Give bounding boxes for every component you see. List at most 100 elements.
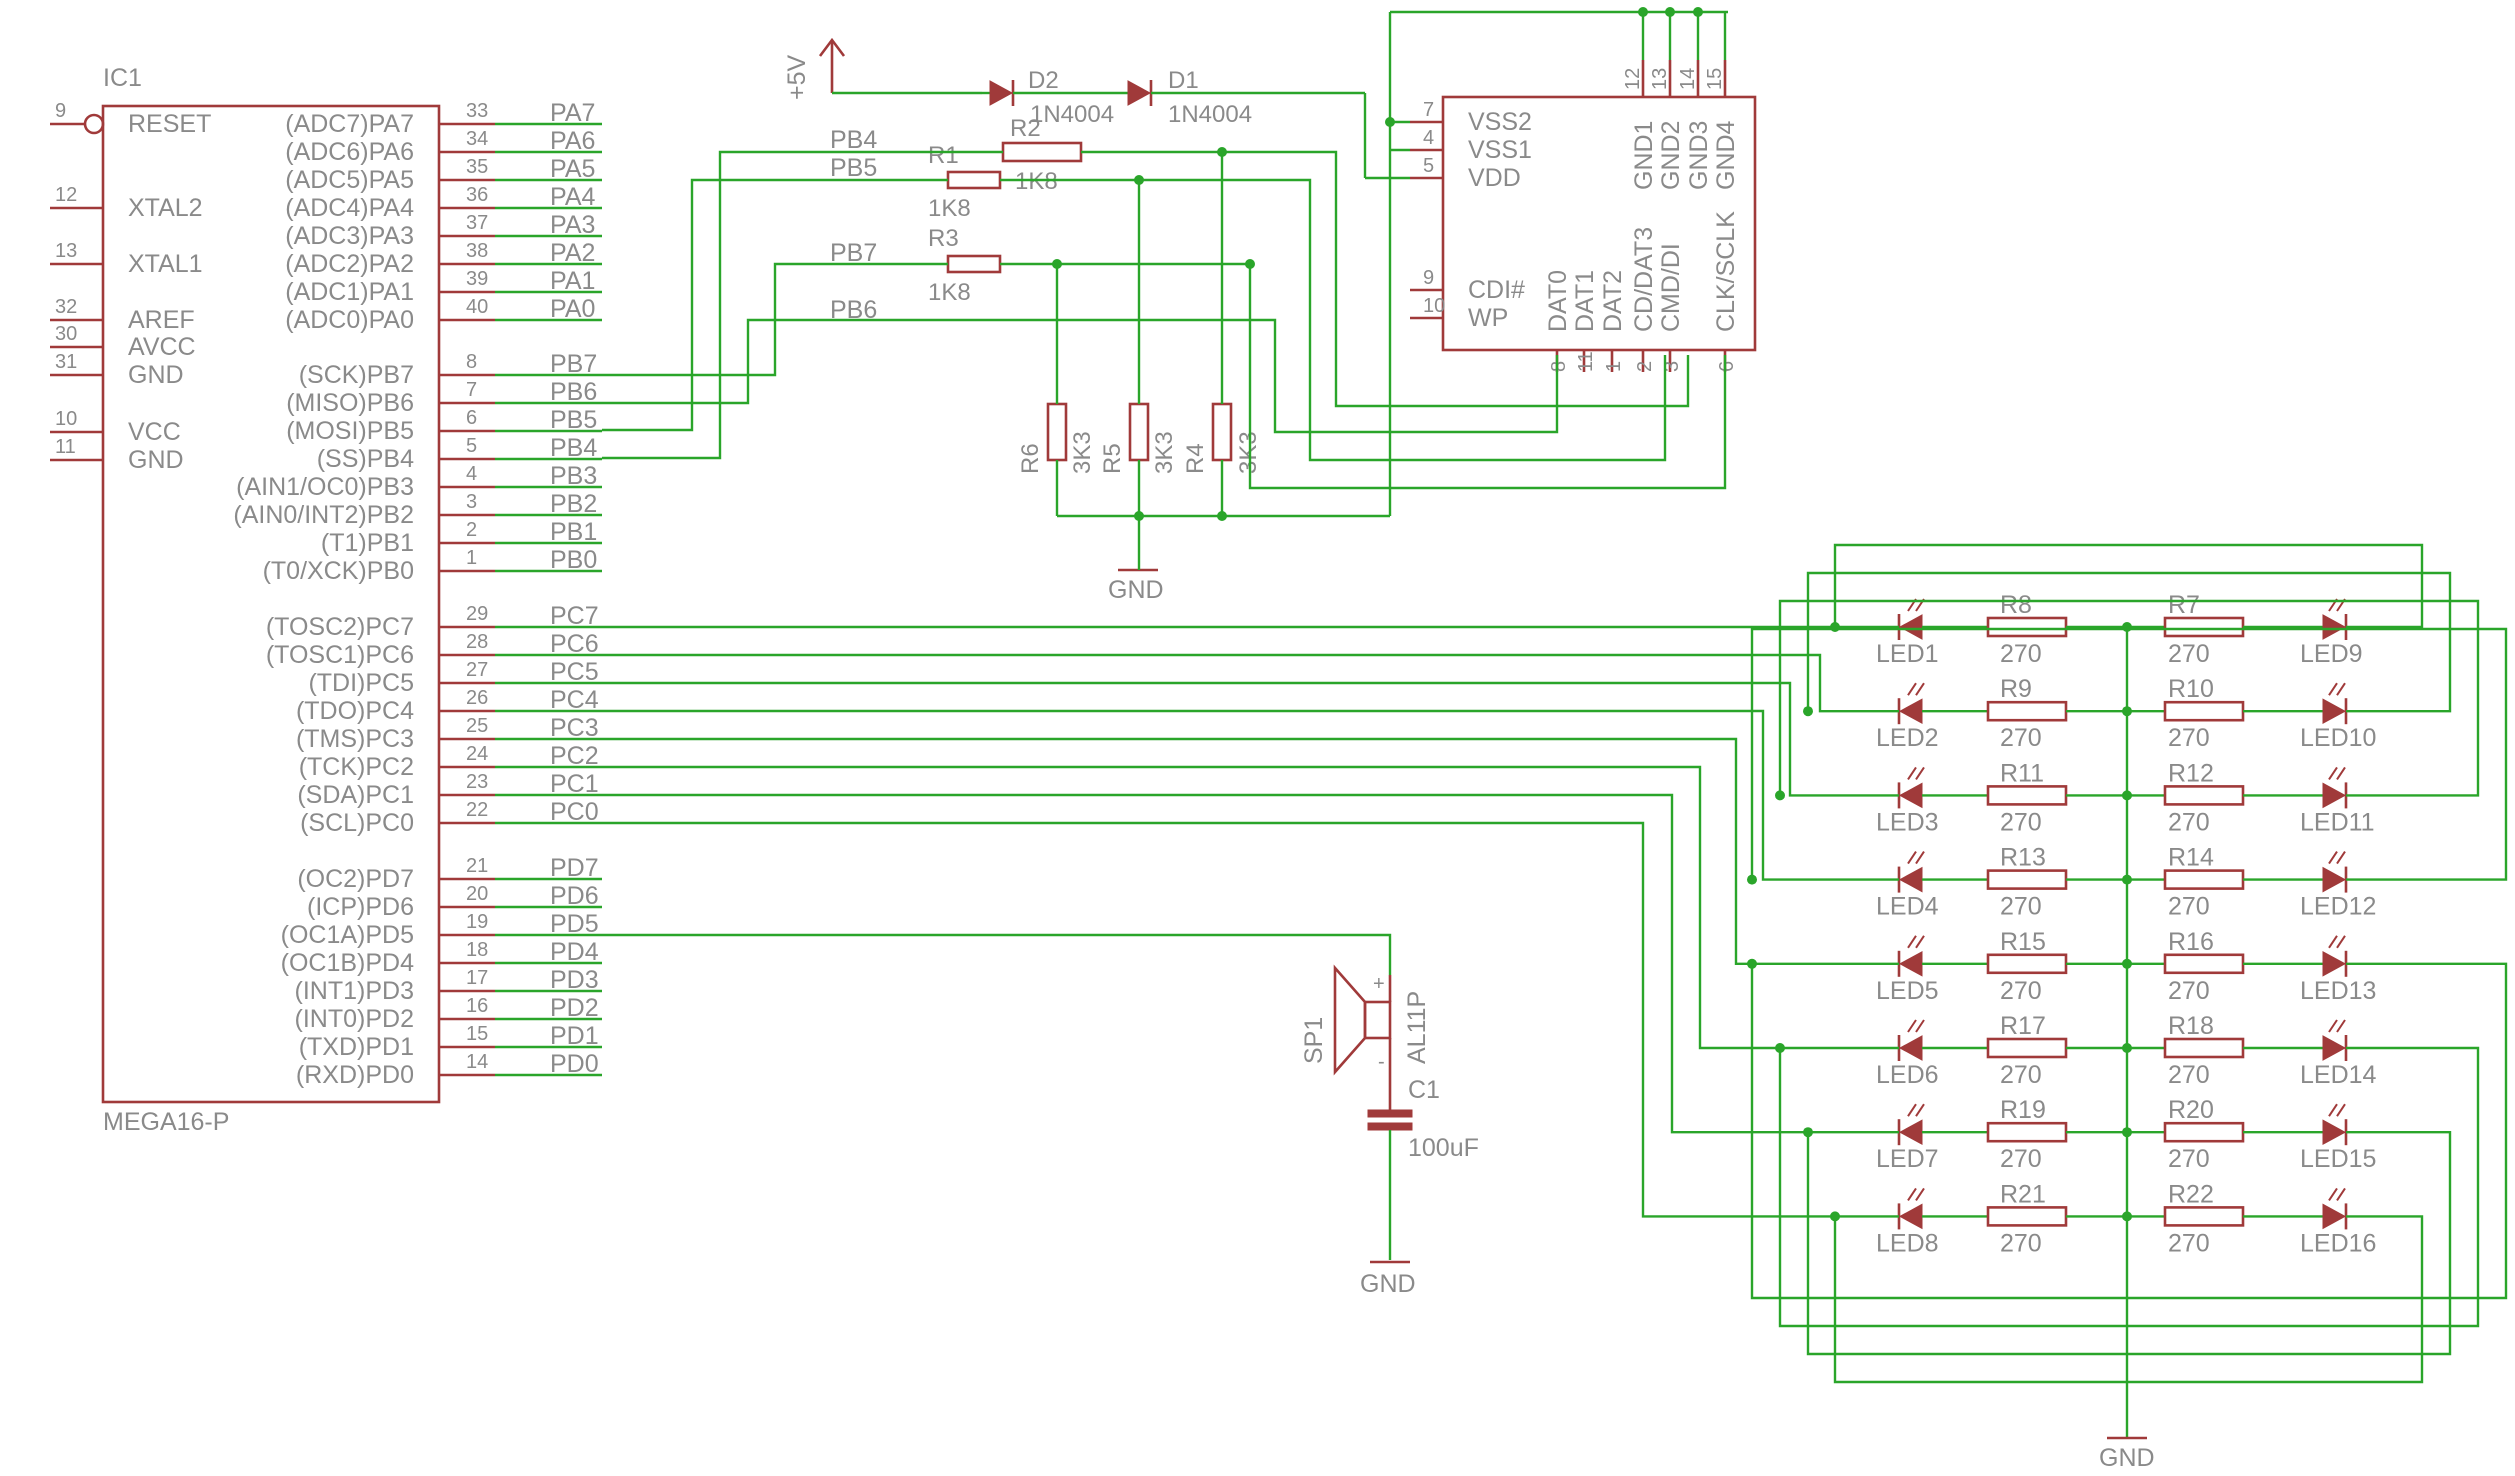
ic1-pin-function: (TMS)PC3: [296, 725, 414, 753]
ic1-pin-function: (SDA)PC1: [297, 781, 414, 809]
led-icon: [1898, 782, 1923, 809]
ic1-pin-function: (OC1B)PD4: [281, 949, 414, 977]
led-right-res-name: R7: [2168, 591, 2200, 619]
ic1-pin-number: 33: [466, 100, 488, 122]
ic1-net-label: PC0: [550, 798, 599, 826]
ic1-pin-number: 34: [466, 128, 488, 150]
ic1-pin-function: (T0/XCK)PB0: [263, 557, 414, 585]
sd-pin-name: DAT1: [1571, 270, 1599, 332]
sd-pin-name: GND2: [1657, 121, 1685, 190]
led-loop-wire: [1778, 1046, 2480, 1328]
ic1-pin-function: (T1)PB1: [321, 529, 414, 557]
led-left-res-value: 270: [2000, 808, 2042, 836]
ic1-pin-number: 19: [466, 911, 488, 933]
ic1-pin-function: (SCK)PB7: [299, 361, 414, 389]
ic1-pin-number: 25: [466, 715, 488, 737]
net-label-pb4: PB4: [830, 126, 877, 154]
led-ray: [1915, 851, 1925, 865]
sd-pin-name: CDI#: [1468, 276, 1525, 304]
ic1-net-label: PC2: [550, 742, 599, 770]
led-right-res-value: 270: [2168, 1061, 2210, 1089]
d1-name: D1: [1168, 67, 1199, 94]
led-loop-wire: [1806, 1130, 2452, 1356]
led-ray: [1907, 935, 1917, 949]
ic1-pin-number: 17: [466, 967, 488, 989]
led-right-name: LED15: [2300, 1145, 2376, 1173]
c1-plate-top: [1367, 1109, 1413, 1118]
sd-pin-name: VDD: [1468, 164, 1521, 192]
ic1-pin-function: (RXD)PD0: [296, 1061, 414, 1089]
led-right-name: LED16: [2300, 1229, 2376, 1257]
ic1-pin-function: (TOSC1)PC6: [266, 641, 414, 669]
ic1-pin-function: (MISO)PB6: [286, 389, 414, 417]
ic1-pin-number: 5: [466, 435, 477, 457]
junction-dot: [1830, 622, 1840, 632]
led-right-res-value: 270: [2168, 1229, 2210, 1257]
ic1-pin-function: (TXD)PD1: [299, 1033, 414, 1061]
ic1-net-label: PB6: [550, 378, 597, 406]
led-left-name: LED6: [1876, 1061, 1939, 1089]
ic1-net-label: PB5: [550, 406, 597, 434]
sd-pin-name: WP: [1468, 304, 1508, 332]
led-right-name: LED10: [2300, 724, 2376, 752]
c1-value: 100uF: [1408, 1134, 1479, 1162]
ic1-pin-number: 9: [55, 100, 66, 122]
ic1-net-label: PC7: [550, 602, 599, 630]
sd-pin-number: 14: [1677, 68, 1699, 90]
led-icon: [1898, 698, 1923, 725]
r2-resistor: [1001, 141, 1083, 163]
led-right-res-name: R22: [2168, 1180, 2214, 1208]
sd-pin-name: VSS2: [1468, 108, 1532, 136]
led-left-name: LED5: [1876, 977, 1939, 1005]
pc-net-wire: [602, 821, 1899, 1218]
ic1-net-label: PB7: [550, 350, 597, 378]
power-section: +5V D2 1N4004 D1 1N4004: [783, 37, 1410, 180]
sd-pin-name: CLK/SCLK: [1712, 211, 1740, 332]
sd-pin-name: GND1: [1630, 121, 1658, 190]
sd-pin-number: 2: [1634, 361, 1656, 372]
led-ray: [2328, 1103, 2338, 1117]
led-ray: [1907, 682, 1917, 696]
led-ray: [2336, 935, 2346, 949]
d1-diode-icon: [1127, 80, 1152, 106]
ic1-pin-number: 22: [466, 799, 488, 821]
led-loop-wire: [1806, 571, 2452, 713]
led-left-res-name: R19: [2000, 1096, 2046, 1124]
ic1-net-label: PA2: [550, 239, 595, 267]
r1-value: 1K8: [928, 195, 971, 222]
ic1-pin-number: 28: [466, 631, 488, 653]
led-resistor: [1986, 1121, 2068, 1143]
led-left-name: LED4: [1876, 893, 1939, 921]
ic1-pin-function: (ADC3)PA3: [285, 222, 414, 250]
led-icon: [2322, 614, 2347, 640]
ic1-pin-function: (ADC4)PA4: [285, 194, 414, 222]
led-ray: [1915, 935, 1925, 949]
sd-pin-number: 4: [1423, 127, 1434, 149]
led-left-res-value: 270: [2000, 640, 2042, 668]
led-resistor: [1986, 953, 2068, 975]
ic1-net-label: PA0: [550, 295, 595, 323]
ic1-net-label: PC6: [550, 630, 599, 658]
junction-dot: [1747, 958, 1757, 969]
ic1-pin-name: VCC: [128, 418, 181, 446]
ic1-net-label: PD3: [550, 966, 599, 994]
led-right-name: LED11: [2300, 808, 2375, 836]
sd-pin-name: CD/DAT3: [1630, 227, 1658, 332]
ic1-pin-function: (ADC0)PA0: [285, 306, 414, 334]
ic1-pin-number: 31: [55, 351, 77, 373]
ic1-pin-number: 26: [466, 687, 488, 709]
pc-net-wire: [602, 653, 1899, 713]
ic1-pin-function: (TCK)PC2: [299, 753, 414, 781]
led-ray: [1907, 766, 1917, 780]
ic1-pin-function: (TDI)PC5: [308, 669, 414, 697]
led-left-res-name: R9: [2000, 675, 2032, 703]
led-loop-wire: [1833, 543, 2424, 629]
ic1-net-label: PC4: [550, 686, 599, 714]
ic1-pin-number: 7: [466, 379, 477, 401]
led-resistor: [1986, 1206, 2068, 1227]
ic1-pin-number: 27: [466, 659, 488, 681]
led-left-res-name: R21: [2000, 1180, 2046, 1208]
